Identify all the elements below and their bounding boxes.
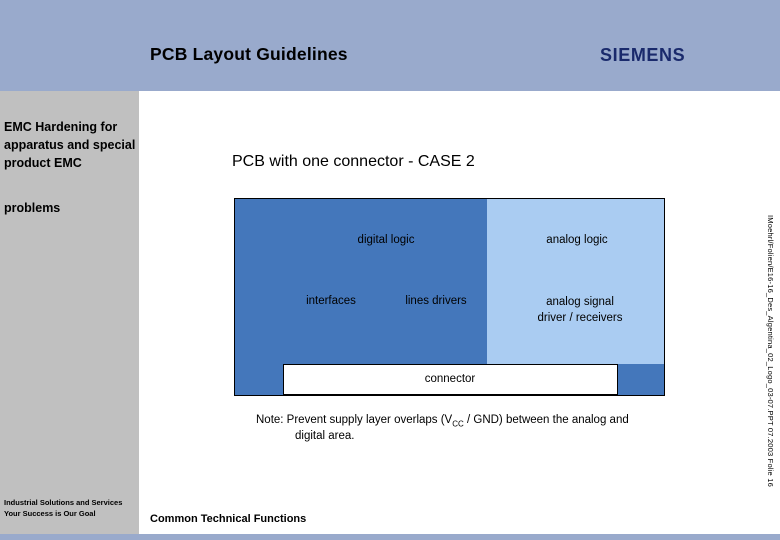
siemens-logo: SIEMENS	[600, 45, 686, 65]
footer-title: Common Technical Functions	[150, 513, 307, 525]
label-analog-signal-drivers: analog signal driver / receivers	[505, 295, 655, 326]
sidebar-subheading: problems	[4, 201, 61, 215]
label-analog-logic: analog logic	[546, 234, 608, 246]
note-suffix: / GND) between the analog and	[463, 414, 629, 426]
content-heading: PCB with one connector - CASE 2	[232, 153, 475, 170]
sidebar-footer-line1: Industrial Solutions and Services	[4, 498, 123, 508]
sidebar-footer: Industrial Solutions and Services Your S…	[4, 498, 138, 520]
analog-area	[487, 199, 664, 364]
digital-area	[235, 199, 487, 395]
connector-box	[283, 364, 618, 395]
bottom-banner	[0, 534, 780, 540]
note-prefix: Note: Prevent supply layer overlaps (V	[256, 414, 453, 426]
note-text: Note: Prevent supply layer overlaps (VCC…	[256, 412, 676, 430]
pcb-diagram: digital logic analog logic interfaces li…	[234, 198, 665, 396]
top-banner	[0, 0, 780, 91]
label-analog-signal-line2: driver / receivers	[537, 311, 623, 324]
label-lines-drivers: lines drivers	[405, 295, 467, 307]
note-subscript: CC	[452, 419, 464, 429]
label-connector: connector	[424, 373, 476, 385]
label-digital-logic: digital logic	[357, 234, 415, 246]
sidebar-heading: EMC Hardening for apparatus and special …	[4, 120, 136, 171]
note-text-line2: digital area.	[295, 430, 355, 442]
label-interfaces: interfaces	[306, 295, 356, 307]
page-title: PCB Layout Guidelines	[150, 44, 348, 64]
sidebar: EMC Hardening for apparatus and special …	[0, 91, 139, 540]
sidebar-footer-line2: Your Success is Our Goal	[4, 509, 96, 519]
label-analog-signal-line1: analog signal	[546, 296, 614, 308]
right-margin-metadata: IMoehrl/Folien/E16-16_Des_Algentina_02_L…	[766, 215, 775, 487]
